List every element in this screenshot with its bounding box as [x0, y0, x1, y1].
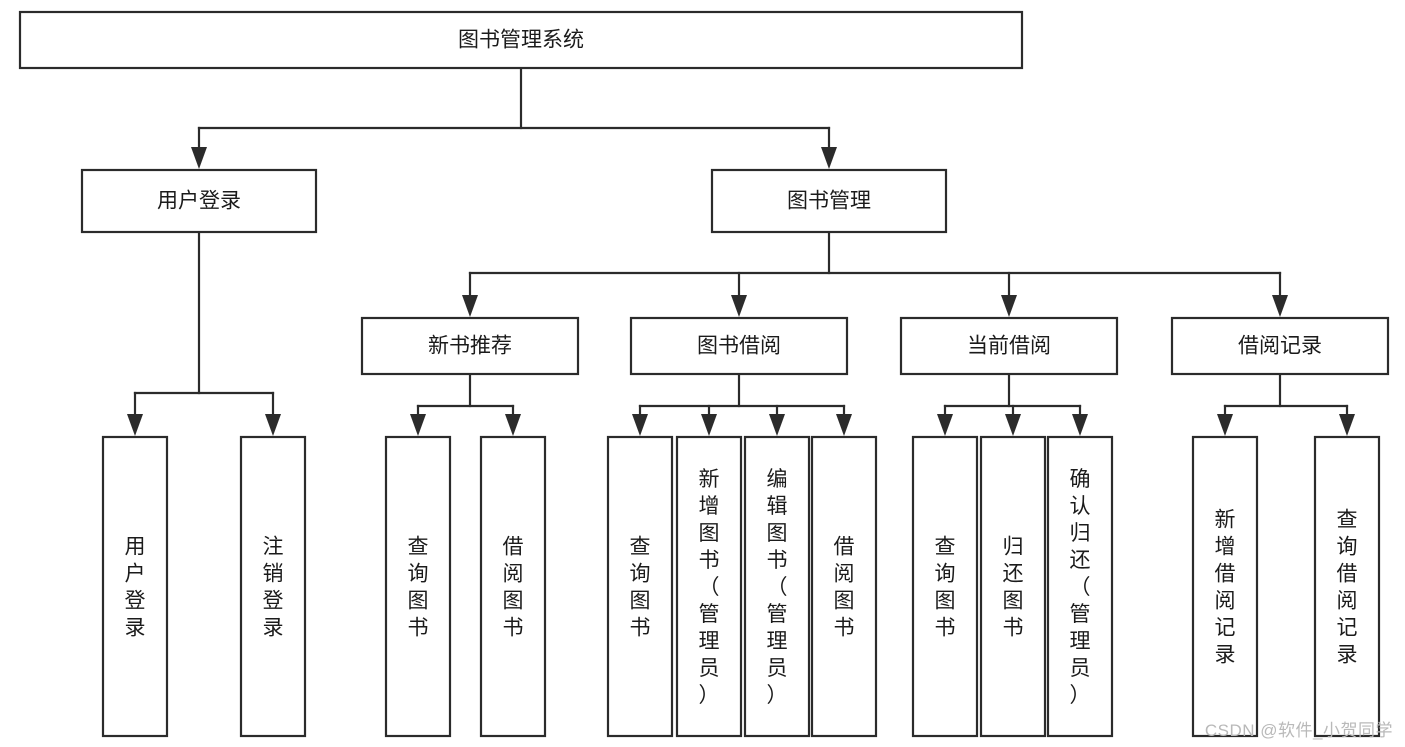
node-box[interactable]	[899, 316, 1119, 376]
node-leaf-return-book[interactable]: 归还图书	[979, 435, 1047, 738]
node-box[interactable]	[1313, 435, 1381, 738]
node-box[interactable]	[1046, 435, 1114, 738]
node-borrow-record[interactable]: 借阅记录	[1170, 316, 1390, 376]
arrow-head-icon	[191, 147, 207, 169]
node-box[interactable]	[710, 168, 948, 234]
node-leaf-query-book-3[interactable]: 查询图书	[911, 435, 979, 738]
node-leaf-add-book[interactable]: 新增图书（管理员）	[675, 435, 743, 738]
edge-group-book-borrow	[632, 372, 852, 436]
node-label: 用户登录	[125, 536, 146, 640]
arrow-head-icon	[937, 414, 953, 436]
arrow-head-icon	[836, 414, 852, 436]
arrow-head-icon	[769, 414, 785, 436]
node-box[interactable]	[18, 10, 1024, 70]
arrow-head-icon	[1005, 414, 1021, 436]
node-current-borrow[interactable]: 当前借阅	[899, 316, 1119, 376]
node-label: 图书管理系统	[458, 29, 584, 52]
node-box[interactable]	[629, 316, 849, 376]
node-box[interactable]	[675, 435, 743, 738]
node-label: 查询图书	[935, 536, 956, 640]
edge-group-borrow-record	[1217, 372, 1355, 436]
nodes-layer: 图书管理系统用户登录图书管理新书推荐图书借阅当前借阅借阅记录用户登录注销登录查询…	[18, 10, 1390, 738]
node-label: 确认归还（管理员）	[1070, 468, 1091, 707]
arrow-head-icon	[1272, 295, 1288, 317]
arrow-head-icon	[410, 414, 426, 436]
arrow-head-icon	[701, 414, 717, 436]
node-label: 当前借阅	[967, 335, 1051, 358]
node-label: 借阅图书	[503, 536, 524, 640]
arrow-head-icon	[265, 414, 281, 436]
node-leaf-edit-book[interactable]: 编辑图书（管理员）	[743, 435, 811, 738]
node-leaf-confirm-return[interactable]: 确认归还（管理员）	[1046, 435, 1114, 738]
node-label: 查询图书	[408, 536, 429, 640]
node-box[interactable]	[80, 168, 318, 234]
node-label: 借阅图书	[834, 536, 855, 640]
arrow-head-icon	[462, 295, 478, 317]
node-box[interactable]	[1170, 316, 1390, 376]
node-leaf-logout[interactable]: 注销登录	[239, 435, 307, 738]
node-root[interactable]: 图书管理系统	[18, 10, 1024, 70]
node-book-manage[interactable]: 图书管理	[710, 168, 948, 234]
node-box[interactable]	[101, 435, 169, 738]
node-label: 编辑图书（管理员）	[767, 468, 788, 707]
node-label: 查询图书	[630, 536, 651, 640]
node-box[interactable]	[911, 435, 979, 738]
node-box[interactable]	[479, 435, 547, 738]
node-label: 借阅记录	[1238, 335, 1322, 358]
node-user-login[interactable]: 用户登录	[80, 168, 318, 234]
arrow-head-icon	[731, 295, 747, 317]
node-box[interactable]	[1191, 435, 1259, 738]
node-label: 新增图书（管理员）	[699, 468, 720, 707]
edge-group-book-manage	[462, 230, 1288, 317]
node-label: 归还图书	[1003, 536, 1024, 640]
arrow-head-icon	[1001, 295, 1017, 317]
arrow-head-icon	[127, 414, 143, 436]
node-leaf-query-record[interactable]: 查询借阅记录	[1313, 435, 1381, 738]
arrow-head-icon	[1217, 414, 1233, 436]
node-label: 图书管理	[787, 190, 871, 213]
edge-group-current-borrow	[937, 372, 1088, 436]
node-label: 用户登录	[157, 190, 241, 213]
node-box[interactable]	[384, 435, 452, 738]
node-leaf-borrow-book-1[interactable]: 借阅图书	[479, 435, 547, 738]
node-label: 新增借阅记录	[1215, 509, 1236, 667]
node-box[interactable]	[239, 435, 307, 738]
node-label: 注销登录	[263, 536, 284, 640]
node-label: 新书推荐	[428, 335, 512, 358]
node-leaf-add-record[interactable]: 新增借阅记录	[1191, 435, 1259, 738]
node-box[interactable]	[360, 316, 580, 376]
edges-layer	[127, 66, 1355, 436]
arrow-head-icon	[821, 147, 837, 169]
arrow-head-icon	[505, 414, 521, 436]
node-leaf-query-book-1[interactable]: 查询图书	[384, 435, 452, 738]
arrow-head-icon	[1072, 414, 1088, 436]
node-box[interactable]	[979, 435, 1047, 738]
node-leaf-borrow-book-2[interactable]: 借阅图书	[810, 435, 878, 738]
arrow-head-icon	[1339, 414, 1355, 436]
edge-group-user-login	[127, 230, 281, 436]
node-box[interactable]	[606, 435, 674, 738]
node-box[interactable]	[743, 435, 811, 738]
node-book-borrow[interactable]: 图书借阅	[629, 316, 849, 376]
edge-group-new-book-recommend	[410, 372, 521, 436]
node-leaf-user-login[interactable]: 用户登录	[101, 435, 169, 738]
node-new-book-recommend[interactable]: 新书推荐	[360, 316, 580, 376]
csdn-watermark: CSDN @软件_小贺同学	[1204, 721, 1393, 740]
node-leaf-query-book-2[interactable]: 查询图书	[606, 435, 674, 738]
node-label: 图书借阅	[697, 335, 781, 358]
node-label: 查询借阅记录	[1337, 509, 1358, 667]
node-box[interactable]	[810, 435, 878, 738]
arrow-head-icon	[632, 414, 648, 436]
edge-group-root	[191, 66, 837, 169]
